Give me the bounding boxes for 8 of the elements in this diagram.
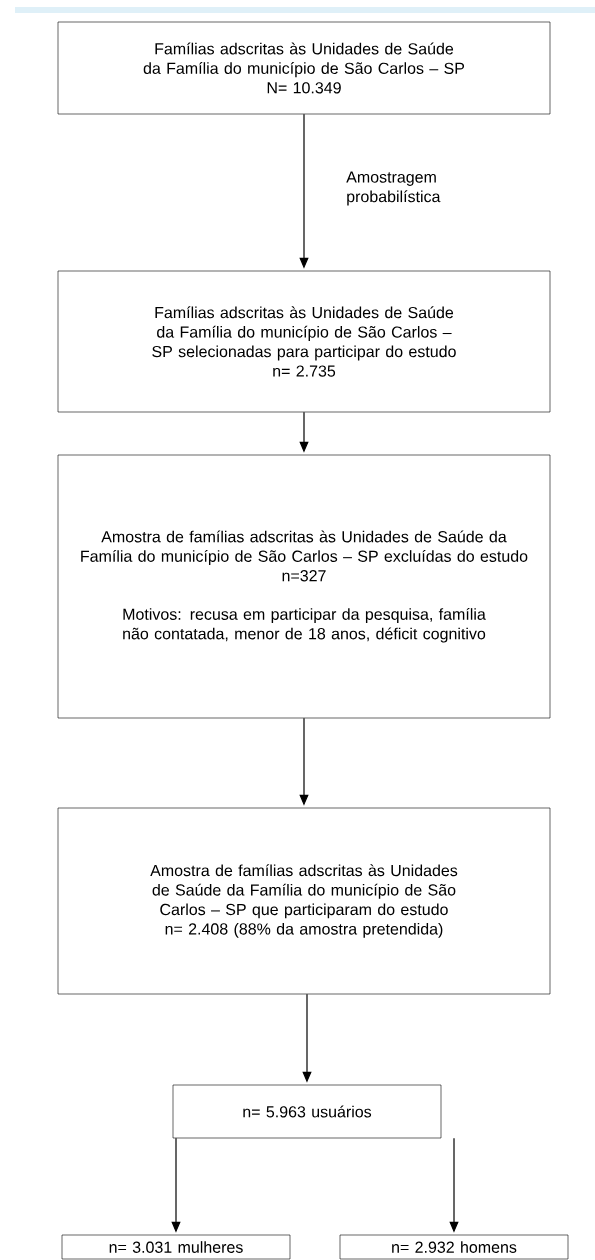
flow-box: Famílias adscritas às Unidades de Saúde da Família do município de São Carlos – SP N= 10.349 [57,21,551,115]
flow-box: n= 3.031 mulheres [61,1234,291,1260]
flow-box: Famílias adscritas às Unidades de Saúde da Família do município de São Carlos – SP selecionadas para participar do estudo n= 2.735 [57,270,551,413]
flow-box: Amostra de famílias adscritas às Unidades de Saúde da Família do município de São Carlos – SP excluídas do estudo n=327 Motivos: recusa em participar da pesquisa, família não contatada, menor de 18 anos, déficit cognitivo [57,454,551,719]
edge-label: Amostragem probabilística [346,171,441,206]
flow-box: n= 5.963 usuários [172,1084,442,1139]
flow-box: Amostra de famílias adscritas às Unidades de Saúde da Família do município de São Carlos – SP que participaram do estudo n= 2.408 (88% da amostra pretendida) [57,807,551,995]
flow-box: n= 2.932 homens [339,1234,569,1260]
